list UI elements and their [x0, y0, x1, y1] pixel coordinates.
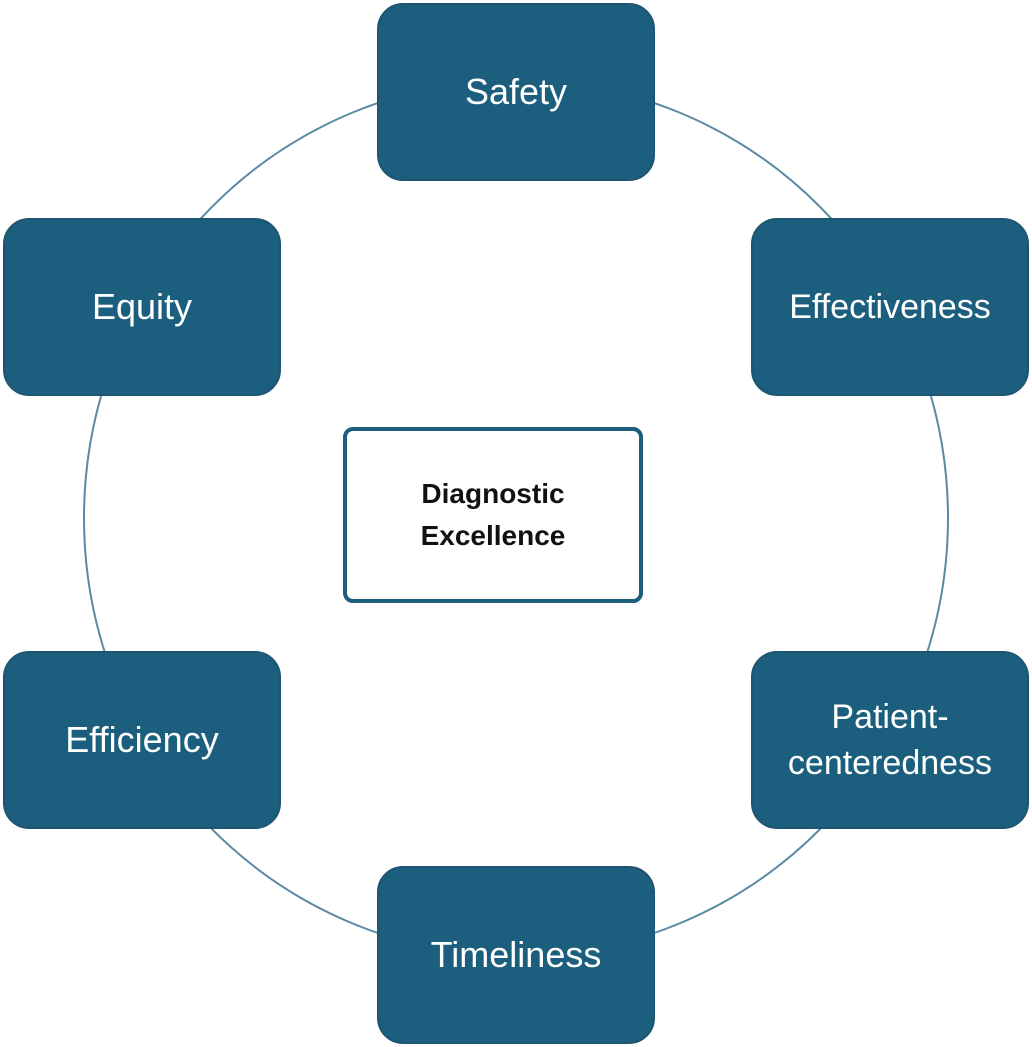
node-effectiveness-label: Effectiveness	[789, 288, 991, 326]
node-efficiency: Efficiency	[3, 651, 281, 829]
node-patient-label-line1: Patient-	[831, 698, 949, 736]
center-box-diagnostic-excellence: Diagnostic Excellence	[343, 427, 643, 603]
node-patient-label-line2: centeredness	[787, 744, 993, 782]
node-safety-label: Safety	[464, 71, 568, 112]
node-timeliness: Timeliness	[377, 866, 655, 1044]
node-timeliness-label: Timeliness	[430, 934, 602, 975]
center-label-line2: Excellence	[420, 520, 566, 551]
center-label-line1: Diagnostic	[421, 478, 565, 509]
node-patient-centeredness: Patient- centeredness	[751, 651, 1029, 829]
node-efficiency-label: Efficiency	[65, 719, 219, 760]
node-effectiveness: Effectiveness	[751, 218, 1029, 396]
node-safety: Safety	[377, 3, 655, 181]
node-equity: Equity	[3, 218, 281, 396]
node-equity-label: Equity	[91, 286, 193, 327]
